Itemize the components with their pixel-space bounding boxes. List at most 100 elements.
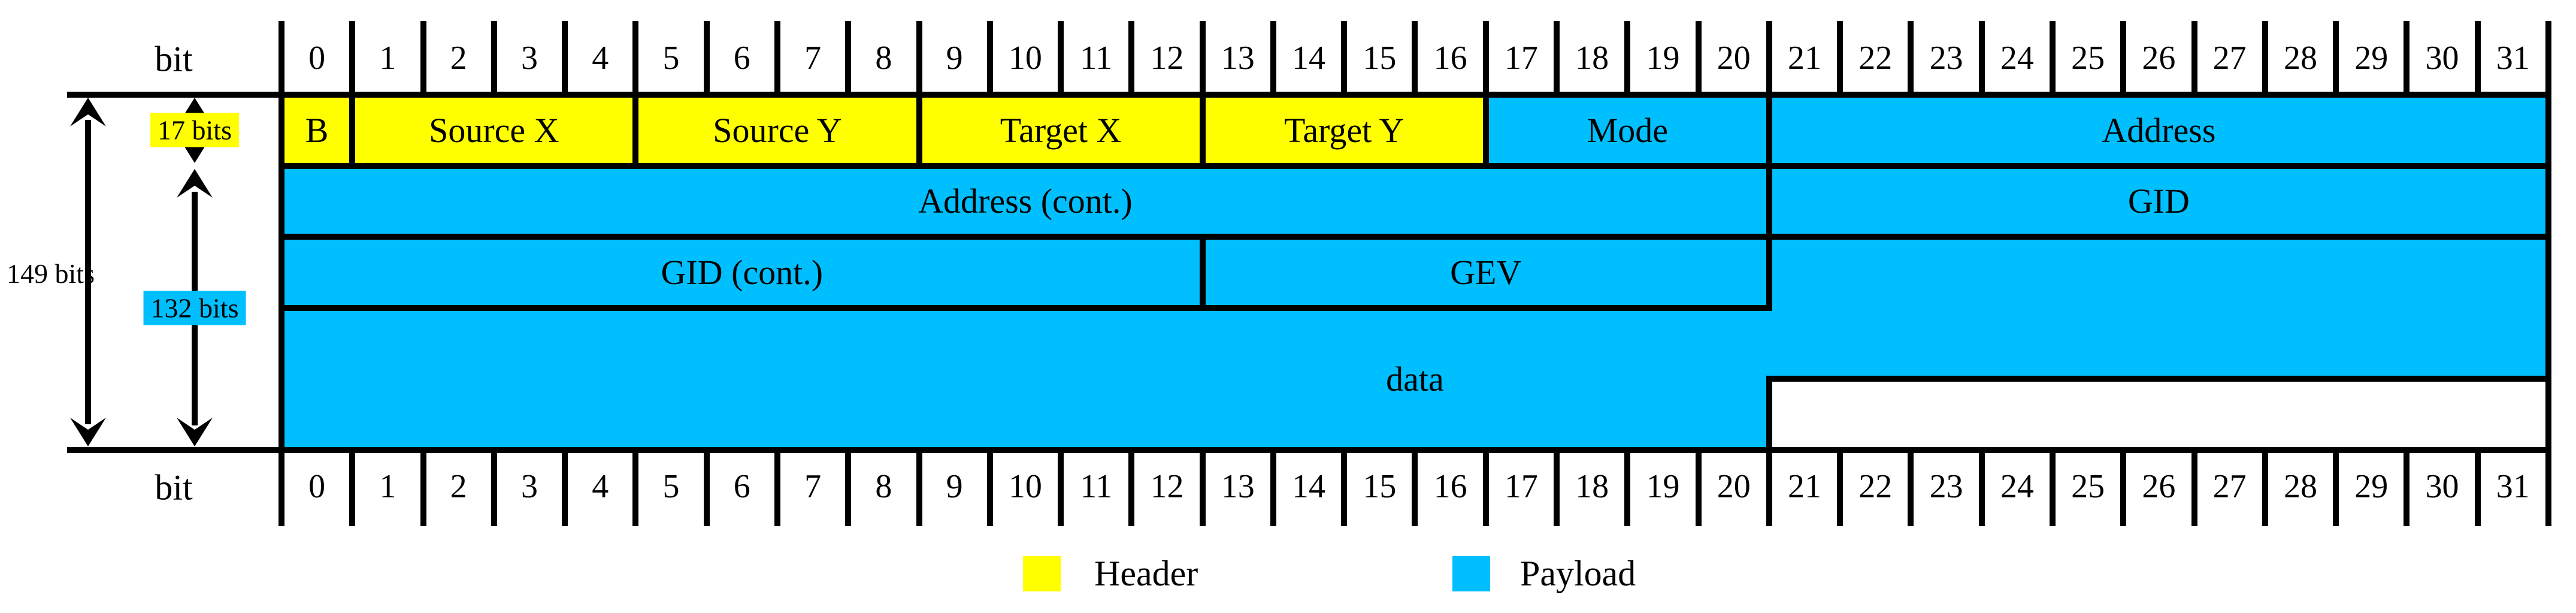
bit-number-top: 30 <box>2425 39 2459 77</box>
grid-line <box>986 21 993 98</box>
field-address-cont-cell <box>281 165 1769 237</box>
field-b-label: B <box>305 110 329 150</box>
legend-label-payload: Payload <box>1520 554 1636 593</box>
bit-number-bottom: 17 <box>1504 468 1538 505</box>
grid-line <box>1624 447 1631 526</box>
legend-swatch-header <box>1023 556 1061 591</box>
bit-axis-label-top: bit <box>155 39 193 79</box>
bit-number-bottom: 1 <box>379 468 396 505</box>
field-b-cell <box>281 95 353 166</box>
bit-number-bottom: 28 <box>2283 468 2317 505</box>
grid-line <box>349 21 356 98</box>
grid-line <box>491 447 497 526</box>
bit-number-top: 17 <box>1504 39 1538 77</box>
grid-line <box>279 162 2551 169</box>
grid-line <box>1766 376 1772 453</box>
bit-number-bottom: 9 <box>946 468 963 505</box>
bit-number-bottom: 22 <box>1858 468 1893 505</box>
bit-number-bottom: 14 <box>1292 468 1326 505</box>
grid-line <box>279 21 284 98</box>
grid-line <box>1978 447 1985 526</box>
grid-line <box>349 92 356 169</box>
bit-number-top: 1 <box>379 39 396 77</box>
bit-number-top: 27 <box>2212 39 2247 77</box>
grid-line <box>1058 447 1064 526</box>
field-mode-label: Mode <box>1587 110 1668 150</box>
field-address-label: Address <box>2102 110 2216 150</box>
bit-number-top: 15 <box>1363 39 1397 77</box>
field-gev-cell <box>1202 237 1769 308</box>
grid-line <box>349 447 356 526</box>
grid-line <box>67 92 2551 98</box>
field-data-label: data <box>1386 359 1444 398</box>
bit-number-bottom: 20 <box>1717 468 1751 505</box>
grid-line <box>632 92 639 169</box>
bit-number-bottom: 15 <box>1363 468 1397 505</box>
bit-number-top: 25 <box>2071 39 2105 77</box>
field-target-x-cell <box>919 95 1203 166</box>
bit-number-top: 11 <box>1080 39 1113 77</box>
grid-line <box>2474 447 2481 526</box>
field-address-cell <box>1769 95 2548 166</box>
grid-line <box>2404 21 2410 98</box>
grid-line <box>1554 21 1560 98</box>
field-target-y-label: Target Y <box>1284 110 1404 150</box>
grid-line <box>986 447 993 526</box>
bit-number-bottom: 16 <box>1433 468 1467 505</box>
annotation-payload-bits: 132 bits <box>143 291 246 325</box>
grid-line <box>1199 447 1206 526</box>
grid-line <box>279 447 284 526</box>
bit-number-top: 5 <box>662 39 680 77</box>
grid-line <box>1766 447 1772 526</box>
grid-line <box>1341 21 1348 98</box>
grid-line <box>2120 21 2127 98</box>
bit-number-bottom: 11 <box>1080 468 1113 505</box>
grid-line <box>2120 447 2127 526</box>
field-data-span-1 <box>281 307 2548 379</box>
field-gid-cont-cell <box>281 237 1203 308</box>
grid-line <box>2545 447 2551 526</box>
bit-number-bottom: 23 <box>1929 468 1963 505</box>
grid-line <box>1482 21 1489 98</box>
bit-axis-label-bottom: bit <box>155 467 193 508</box>
grid-line <box>1766 162 1772 240</box>
grid-line <box>2404 447 2410 526</box>
bit-number-bottom: 4 <box>592 468 609 505</box>
bit-number-top: 9 <box>946 39 963 77</box>
grid-line <box>279 92 284 453</box>
grid-line <box>916 92 922 169</box>
bit-number-bottom: 19 <box>1646 468 1680 505</box>
field-source-x-cell <box>352 95 636 166</box>
bit-number-top: 13 <box>1221 39 1255 77</box>
field-source-y-label: Source Y <box>713 110 842 150</box>
bit-number-bottom: 7 <box>804 468 822 505</box>
bit-number-bottom: 26 <box>2142 468 2176 505</box>
bit-number-top: 28 <box>2283 39 2317 77</box>
grid-line <box>2262 447 2268 526</box>
bit-number-bottom: 12 <box>1150 468 1184 505</box>
bit-number-bottom: 24 <box>2000 468 2034 505</box>
grid-line <box>2474 21 2481 98</box>
grid-line <box>2333 447 2339 526</box>
bit-number-bottom: 2 <box>450 468 467 505</box>
bit-number-bottom: 21 <box>1788 468 1821 505</box>
grid-line <box>1412 447 1418 526</box>
grid-line <box>1837 447 1844 526</box>
bit-number-bottom: 3 <box>520 468 538 505</box>
bit-number-bottom: 6 <box>733 468 750 505</box>
grid-line <box>2262 21 2268 98</box>
grid-line <box>1199 234 1206 311</box>
grid-line <box>1341 447 1348 526</box>
field-address-cont-label: Address (cont.) <box>918 182 1133 221</box>
field-source-x-label: Source X <box>429 110 559 150</box>
grid-line <box>1908 447 1914 526</box>
bit-number-top: 8 <box>875 39 892 77</box>
grid-line <box>420 447 426 526</box>
bit-number-top: 24 <box>2000 39 2034 77</box>
bit-number-top: 7 <box>804 39 822 77</box>
grid-line <box>1058 21 1064 98</box>
grid-line <box>420 21 426 98</box>
bit-number-bottom: 18 <box>1575 468 1609 505</box>
bit-number-top: 18 <box>1575 39 1609 77</box>
grid-line <box>2545 92 2551 453</box>
